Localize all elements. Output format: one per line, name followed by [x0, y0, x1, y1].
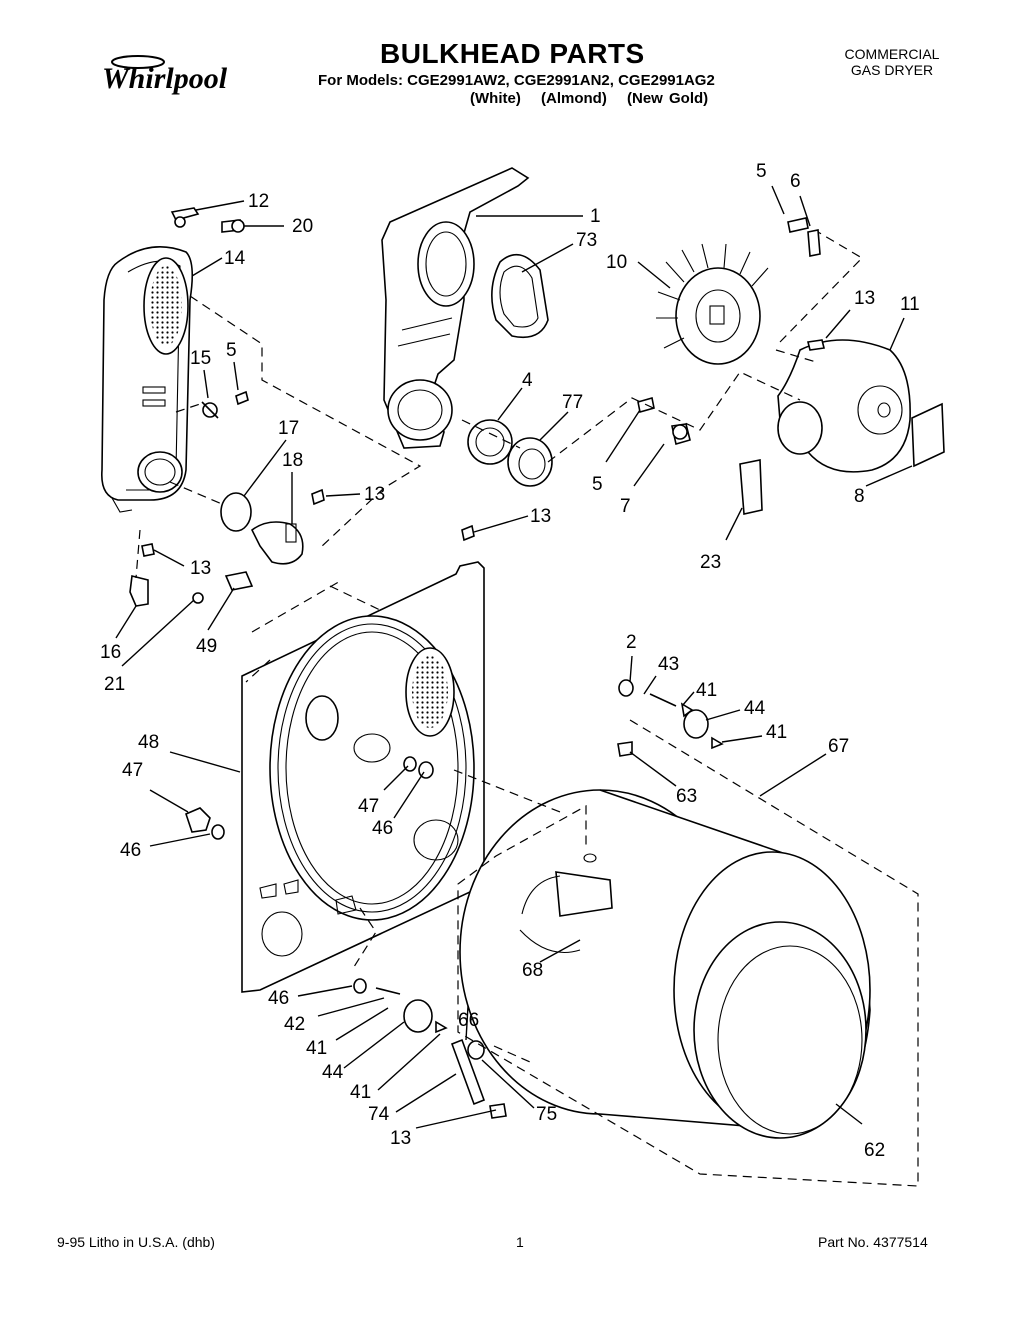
callout-47-left: 47	[122, 760, 143, 781]
callout-49: 49	[196, 636, 217, 657]
callout-21: 21	[104, 674, 125, 695]
page-title: BULKHEAD PARTS	[380, 38, 645, 69]
callout-17: 17	[278, 418, 299, 439]
callout-4: 4	[522, 370, 533, 391]
seal-4	[467, 419, 513, 465]
models-line: For Models: CGE2991AW2, CGE2991AN2, CGE2…	[318, 72, 715, 89]
callout-13-lower: 13	[390, 1128, 411, 1149]
drum-bearing-44	[683, 709, 709, 739]
callout-6: 6	[790, 171, 801, 192]
assembly-leader-dashes	[135, 231, 919, 1187]
callout-5-right: 5	[592, 474, 603, 495]
product-type-line-2: GAS DRYER	[850, 62, 934, 78]
color-variants: (White) (Almond) (New Gold)	[470, 90, 722, 107]
footer-print-info: 9-95 Litho in U.S.A. (dhb)	[57, 1234, 215, 1250]
product-type-line-1: COMMERCIAL	[844, 46, 940, 62]
callout-46-center: 46	[372, 818, 393, 839]
callout-44-b: 44	[322, 1062, 344, 1083]
blower-wheel	[675, 267, 761, 365]
callout-13-upper: 13	[364, 484, 385, 505]
callout-23: 23	[700, 552, 721, 573]
callout-43: 43	[658, 654, 679, 675]
callout-14: 14	[224, 248, 246, 269]
callout-63: 63	[676, 786, 697, 807]
clip-23	[739, 459, 763, 515]
front-bulkhead	[241, 561, 485, 993]
callout-75: 75	[536, 1104, 557, 1125]
callout-10: 10	[606, 252, 627, 273]
callout-15: 15	[190, 348, 211, 369]
blower-housing-bulkhead-bracket	[381, 167, 553, 487]
callout-42: 42	[284, 1014, 305, 1035]
bulkhead-hardware	[185, 679, 724, 1119]
callout-1: 1	[590, 206, 601, 227]
callout-46-left: 46	[120, 840, 141, 861]
callout-2: 2	[626, 632, 637, 653]
bracket	[129, 575, 149, 607]
callout-5-top: 5	[756, 161, 767, 182]
callout-18: 18	[282, 450, 303, 471]
callout-13-left: 13	[190, 558, 211, 579]
footer-part-number: Part No. 4377514	[818, 1234, 928, 1250]
callout-41-c: 41	[306, 1038, 327, 1059]
callout-44-a: 44	[744, 698, 766, 719]
drum-bearing-44b	[403, 999, 433, 1033]
callout-67: 67	[828, 736, 849, 757]
roller-axle-74	[450, 1038, 486, 1106]
callout-62: 62	[864, 1140, 885, 1161]
callout-13-blower: 13	[854, 288, 875, 309]
product-type: COMMERCIAL GAS DRYER	[838, 46, 946, 78]
callout-74: 74	[368, 1104, 390, 1125]
hi-limit-thermostat	[250, 521, 304, 565]
callout-41-b: 41	[766, 722, 787, 743]
callout-66: 66	[458, 1010, 479, 1031]
color-new-gold: (New Gold)	[627, 90, 709, 107]
color-almond: (Almond)	[541, 90, 607, 107]
callout-47-center: 47	[358, 796, 379, 817]
footer-page-number: 1	[516, 1234, 524, 1250]
callout-13-bulkhead: 13	[530, 506, 551, 527]
drum-baffle-68	[555, 871, 613, 917]
callout-11: 11	[900, 294, 920, 315]
callout-46-lower: 46	[268, 988, 289, 1009]
callout-41-d: 41	[350, 1082, 371, 1103]
callout-41-a: 41	[696, 680, 717, 701]
callout-77: 77	[562, 392, 583, 413]
color-white: (White)	[470, 90, 521, 107]
callout-73: 73	[576, 230, 597, 251]
dryer-drum	[459, 789, 871, 1139]
callout-68: 68	[522, 960, 543, 981]
callout-5-left: 5	[226, 340, 237, 361]
whirlpool-logo: Whirlpool	[100, 52, 260, 104]
callout-48: 48	[138, 732, 159, 753]
cycling-thermostat	[220, 492, 252, 532]
label-8	[911, 402, 945, 468]
callout-12: 12	[248, 191, 269, 212]
lint-duct-assembly	[101, 246, 194, 513]
blower-assembly	[637, 217, 945, 515]
thermostat-and-screws	[129, 207, 475, 607]
callout-20: 20	[292, 216, 313, 237]
callout-numbers: 1 73 5 6 10 13 11 4 77 5 7 8 23 12 20 14…	[100, 161, 920, 1161]
sensor	[224, 571, 254, 591]
callout-16: 16	[100, 642, 121, 663]
callout-7: 7	[620, 496, 631, 517]
brand-wordmark: Whirlpool	[102, 62, 228, 95]
callout-8: 8	[854, 486, 865, 507]
callout-leaders	[115, 185, 913, 1129]
